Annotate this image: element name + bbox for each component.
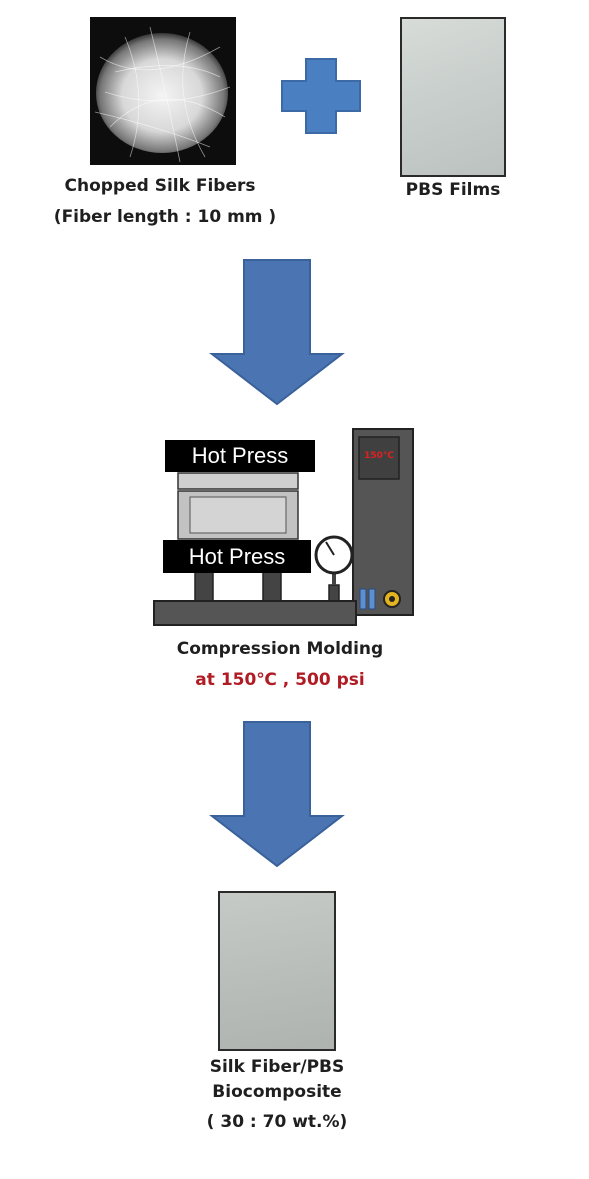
temperature-display [358,436,400,480]
fiber-length-label: (Fiber length : 10 mm ) [53,207,277,227]
lower-hot-press-plate: Hot Press [163,540,311,573]
compression-molding-label: Compression Molding [176,639,384,659]
upper-hot-press-plate: Hot Press [165,440,315,472]
hot-press-machine [153,428,414,626]
temperature-readout: 150℃ [364,451,394,461]
silk-fiber-texture [90,17,236,165]
pbs-films-label: PBS Films [405,180,501,200]
output-label-line1: Silk Fiber/PBS [209,1057,345,1077]
output-label-line2: Biocomposite [212,1082,342,1102]
button-icon [368,588,376,610]
press-base [153,600,357,626]
plus-icon [281,58,361,134]
down-arrow-1 [209,259,345,406]
composition-ratio-label: ( 30 : 70 wt.%) [206,1112,348,1132]
down-arrow-2 [209,721,345,868]
molding-condition-label: at 150℃ , 500 psi [195,670,365,690]
pbs-film-photo [400,17,506,177]
button-icon [359,588,367,610]
silk-fiber-photo [90,17,236,165]
silk-fibers-label: Chopped Silk Fibers [64,176,256,196]
biocomposite-photo [218,891,336,1051]
